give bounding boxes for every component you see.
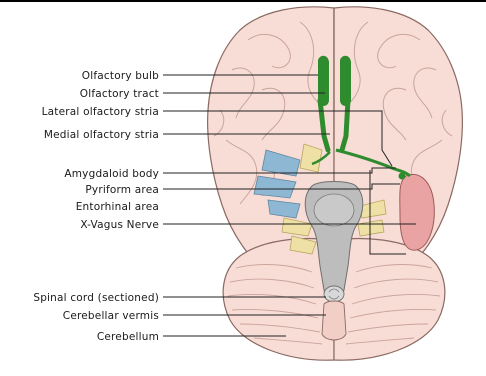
cerebellar-vermis-shape [322, 301, 346, 340]
label-cerebellar-vermis: Cerebellar vermis [63, 310, 159, 322]
amygdaloid-body-shape [399, 173, 406, 180]
pyriform-area-shape [400, 174, 435, 250]
label-medial-olfactory-stria: Medial olfactory stria [44, 129, 159, 141]
label-lateral-olfactory-stria: Lateral olfactory stria [42, 106, 159, 118]
pons [314, 194, 354, 226]
label-entorhinal-area: Entorhinal area [76, 201, 159, 213]
label-amygdaloid-body: Amygdaloid body [64, 168, 159, 180]
right-hemisphere [334, 7, 462, 278]
label-group: Olfactory bulb Olfactory tract Lateral o… [33, 70, 159, 343]
label-pyriform-area: Pyriform area [85, 184, 159, 196]
cerebellum-right [334, 239, 445, 361]
label-x-vagus-nerve: X-Vagus Nerve [80, 219, 159, 231]
label-olfactory-tract: Olfactory tract [80, 88, 159, 100]
label-olfactory-bulb: Olfactory bulb [82, 70, 159, 82]
left-hemisphere [208, 7, 334, 278]
spinal-cord-section [324, 286, 344, 302]
label-cerebellum: Cerebellum [97, 331, 159, 343]
cerebellum-left [223, 239, 334, 361]
label-spinal-cord: Spinal cord (sectioned) [33, 292, 159, 304]
